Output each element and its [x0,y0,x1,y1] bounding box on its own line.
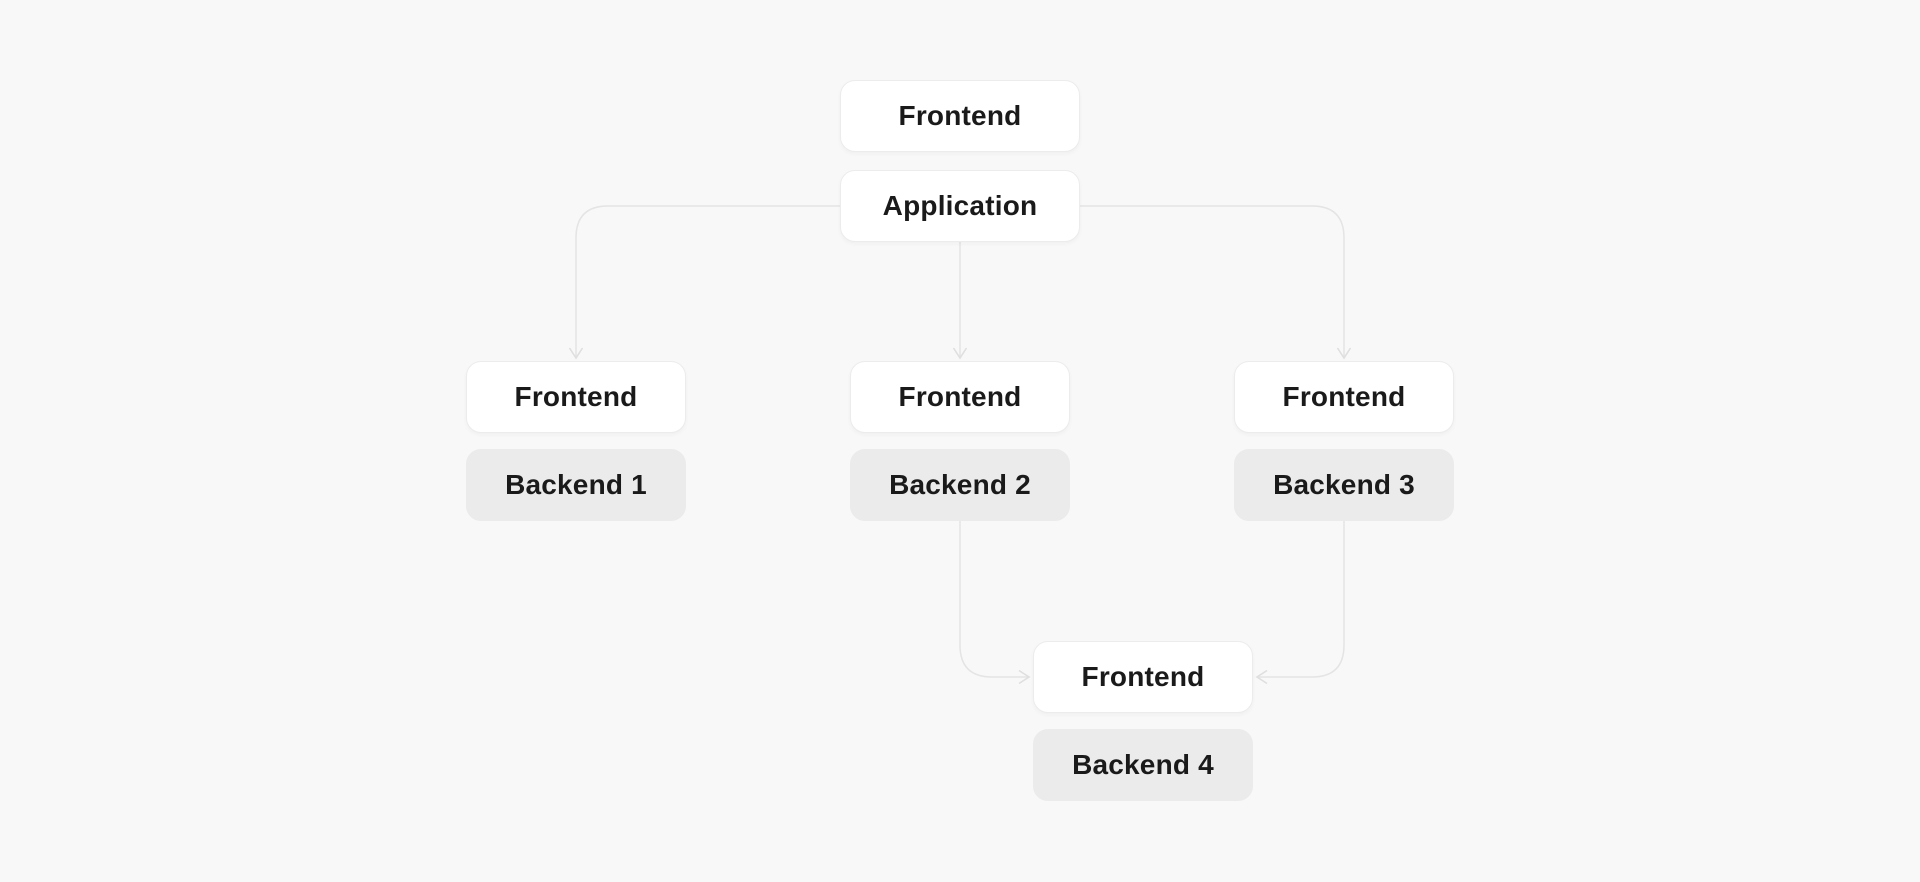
backend-1-node[interactable]: Backend 1 [466,449,686,521]
backend-3-label: Backend 3 [1273,469,1415,500]
frontend-top-node[interactable]: Frontend [840,80,1080,152]
frontend-1-label: Frontend [514,381,638,412]
frontend-3-node[interactable]: Frontend [1234,361,1454,433]
edge-group [568,205,1352,685]
frontend-4-label: Frontend [1081,661,1205,692]
edge-application-to-frontend-3 [1080,205,1352,360]
backend-2-node[interactable]: Backend 2 [850,449,1070,521]
backend-3-node[interactable]: Backend 3 [1234,449,1454,521]
frontend-4-node[interactable]: Frontend [1033,641,1253,713]
backend-1-label: Backend 1 [505,469,647,500]
application-label: Application [882,190,1038,221]
edge-backend-3-to-frontend-4 [1255,521,1345,685]
backend-4-node[interactable]: Backend 4 [1033,729,1253,801]
backend-4-label: Backend 4 [1072,749,1214,780]
application-node[interactable]: Application [840,170,1080,242]
frontend-2-node[interactable]: Frontend [850,361,1070,433]
frontend-2-label: Frontend [898,381,1022,412]
edge-application-to-frontend-1 [568,205,840,360]
edge-backend-2-to-frontend-4 [959,521,1031,685]
backend-2-label: Backend 2 [889,469,1031,500]
frontend-1-node[interactable]: Frontend [466,361,686,433]
frontend-top-label: Frontend [898,100,1022,131]
frontend-3-label: Frontend [1282,381,1406,412]
